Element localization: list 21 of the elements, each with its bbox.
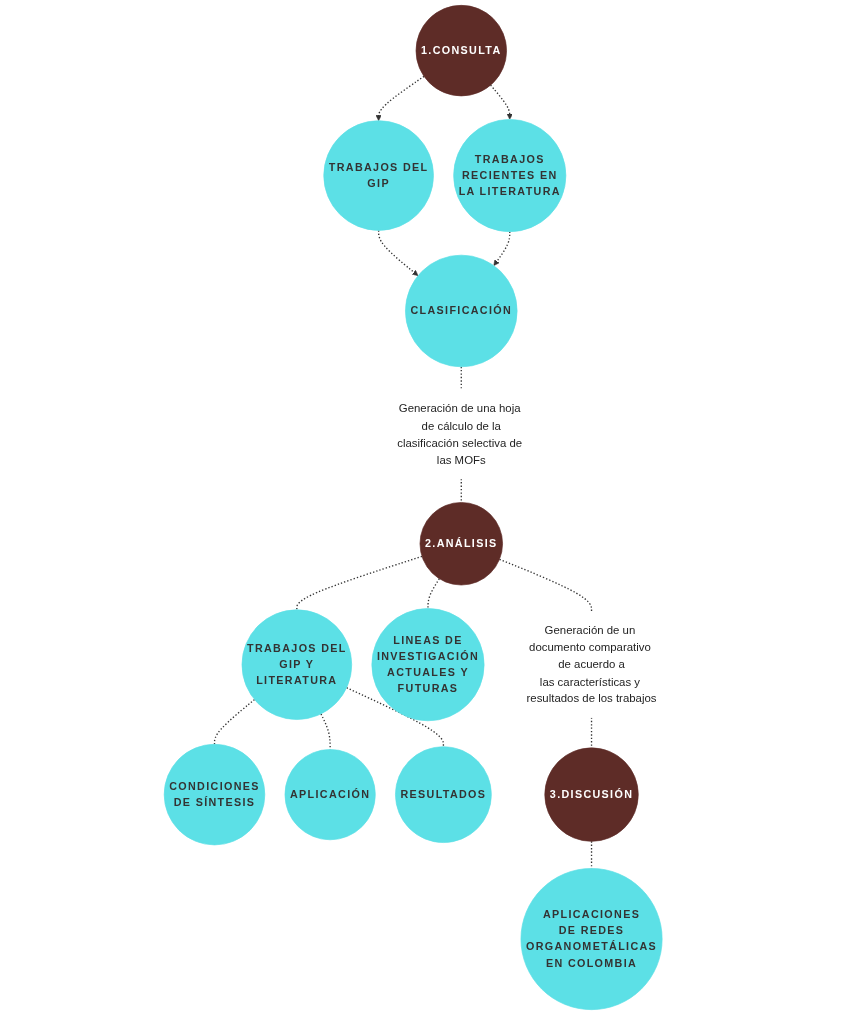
node-circle: CONDICIONES DE SÍNTESIS <box>163 743 266 846</box>
node-circle: 1.CONSULTA <box>415 5 507 97</box>
node-circle: TRABAJOS DEL GIP <box>323 120 434 231</box>
node-circle: APLICACIÓN <box>284 749 376 841</box>
node-circle: TRABAJOS DEL GIP Y LITERATURA <box>241 609 353 720</box>
connector <box>345 687 445 748</box>
node-text: Generación de una hoja de cálculo de la clasificación selectiva de las MOFs <box>397 402 523 467</box>
arrow <box>493 231 511 266</box>
connector <box>460 366 462 391</box>
connector <box>498 558 593 613</box>
arrow <box>489 84 513 120</box>
connector <box>427 578 440 610</box>
node-circle: 2.ANÁLISIS <box>419 502 503 586</box>
arrow <box>375 75 425 121</box>
node-circle: APLICACIONES DE REDES ORGANOMETÁLICAS EN COLOMBIA <box>520 868 663 1010</box>
node-circle: CLASIFICACIÓN <box>405 254 518 368</box>
node-text: Generación de un documento comparativo de acuerdo a las características y resultados de los trabajos <box>526 623 657 706</box>
node-circle: 3.DISCUSIÓN <box>544 747 639 842</box>
node-circle: RESULTADOS <box>395 746 492 843</box>
node-circle: TRABAJOS RECIENTES EN LA LITERATURA <box>453 119 567 232</box>
node-circle: LINEAS DE INVESTIGACIÓN ACTUALES Y FUTURAS <box>371 608 485 722</box>
